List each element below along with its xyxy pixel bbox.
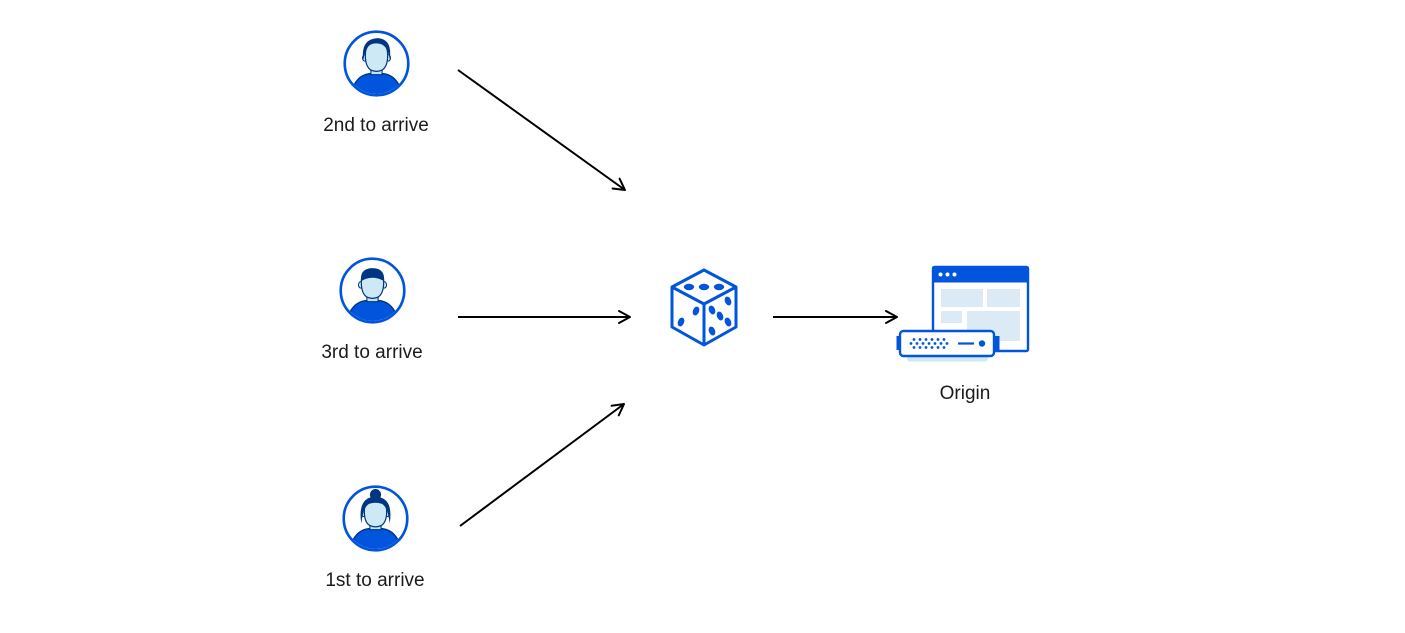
client-label-2nd: 2nd to arrive bbox=[323, 115, 429, 136]
client-label-1st: 1st to arrive bbox=[325, 570, 425, 591]
origin-label: Origin bbox=[939, 383, 991, 404]
client-node-1st-to-arrive: 1st to arrive bbox=[301, 485, 449, 593]
origin-node: Origin bbox=[894, 262, 1036, 406]
arrow-client2-to-dice bbox=[457, 69, 626, 191]
dice-icon bbox=[668, 266, 740, 350]
arrow-client1-to-dice bbox=[459, 403, 625, 527]
client-label-3rd: 3rd to arrive bbox=[321, 342, 423, 363]
client-node-2nd-to-arrive: 2nd to arrive bbox=[302, 30, 450, 138]
user-avatar-man-flattop-icon bbox=[338, 257, 406, 324]
client-node-3rd-to-arrive: 3rd to arrive bbox=[298, 257, 446, 365]
user-avatar-woman-bun-icon bbox=[341, 485, 409, 552]
browser-and-server-icon bbox=[896, 262, 1034, 369]
user-avatar-man-sidepart-icon bbox=[342, 30, 410, 97]
